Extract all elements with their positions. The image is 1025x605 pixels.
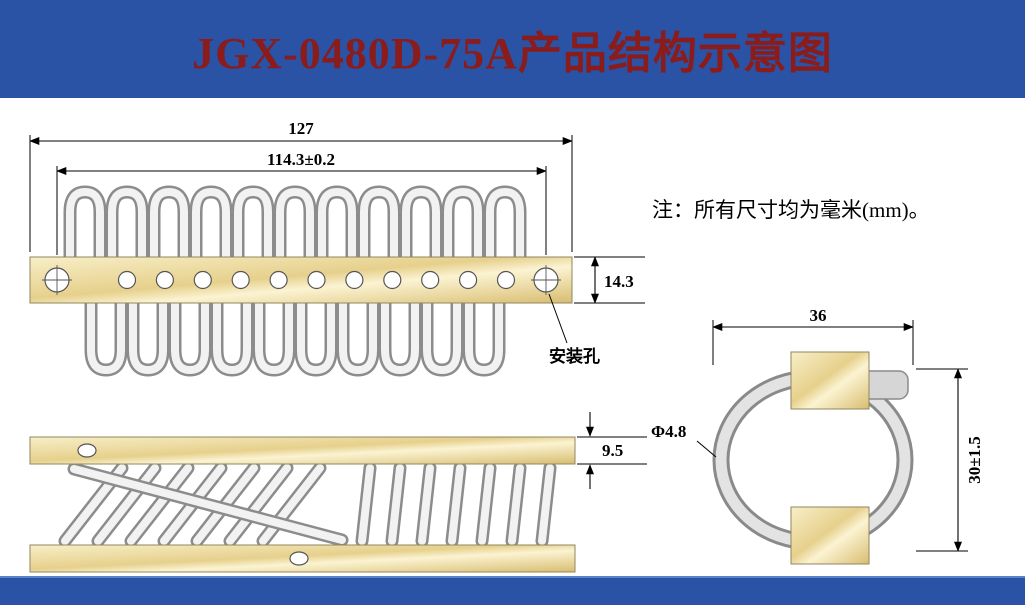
plate-hole (77, 443, 97, 458)
wire-segment (486, 187, 524, 263)
wire-segment (388, 464, 404, 545)
bar-hole-row (117, 270, 516, 290)
top-plate (29, 436, 576, 465)
dim-bar-height: 14.3 (604, 272, 634, 291)
bar-hole (155, 270, 174, 290)
wire-segment (444, 187, 482, 263)
bar-hole (269, 270, 288, 290)
spring-coils-lower (84, 294, 506, 377)
bar-hole (345, 270, 364, 290)
wire-segment (381, 297, 419, 375)
wire-segment (171, 297, 209, 375)
wire-segment (297, 297, 335, 375)
spring-wires-side (58, 461, 557, 548)
wire-segment (213, 297, 251, 375)
wire-segment (360, 187, 398, 263)
bar-hole (383, 270, 402, 290)
bar-hole (459, 270, 478, 290)
wire-segment (318, 187, 356, 263)
mounting-hole-right (531, 265, 561, 295)
bottom-clamp-block (790, 506, 870, 565)
dimension-annotations: 127 114.3±0.2 14.3 安装孔 9.5 36 (29, 119, 984, 552)
dim-end-height: 30±1.5 (965, 436, 984, 484)
wire-segment (129, 297, 167, 375)
wire-segment (358, 464, 374, 545)
wire-segment (255, 297, 293, 375)
wire-segment (87, 297, 125, 375)
plate-hole (289, 551, 309, 566)
wire-segment (508, 464, 524, 545)
wire-segment (276, 187, 314, 263)
wire-segment (423, 297, 461, 375)
mounting-hole-label: 安装孔 (549, 346, 600, 366)
top-clamp-block (790, 351, 870, 410)
bar-hole (496, 270, 516, 290)
wire-segment (226, 464, 291, 545)
wire-segment (192, 187, 230, 263)
end-view-drawing (712, 351, 914, 565)
dim-overall-length: 127 (288, 119, 314, 138)
wire-segment (150, 187, 188, 263)
bar-hole (231, 270, 250, 290)
wire-segment (402, 187, 440, 263)
wire-segment (259, 464, 324, 545)
wire-segment (478, 464, 494, 545)
units-note: 注：所有尺寸均为毫米(mm)。 (652, 198, 930, 222)
mounting-hole-left (42, 265, 72, 295)
bar-hole (307, 270, 326, 290)
spring-coils-upper (63, 185, 527, 266)
bar-hole (421, 270, 440, 290)
bar-hole (117, 270, 137, 290)
dim-end-width: 36 (810, 306, 827, 325)
wire-segment (94, 464, 159, 545)
wire-segment (418, 464, 434, 545)
wire-segment (108, 187, 146, 263)
wire-segment (465, 297, 503, 375)
footer-bar (0, 576, 1025, 605)
title-bar: JGX-0480D-75A产品结构示意图 (0, 0, 1025, 98)
dim-hole-spacing: 114.3±0.2 (267, 150, 335, 169)
dim-plate-thickness: 9.5 (602, 441, 623, 460)
wire-segment (448, 464, 464, 545)
bar-hole (193, 270, 212, 290)
wire-segment (66, 187, 104, 263)
side-view-drawing (29, 436, 576, 573)
top-view-drawing (29, 185, 573, 377)
dim-wire-diameter: Φ4.8 (651, 422, 686, 441)
wire-segment (234, 187, 272, 263)
page-title: JGX-0480D-75A产品结构示意图 (192, 29, 833, 78)
mounting-bar (29, 256, 573, 304)
wire-segment (538, 464, 554, 545)
wire-segment (70, 465, 346, 544)
wire-segment (339, 297, 377, 375)
wire-segment (127, 464, 192, 545)
